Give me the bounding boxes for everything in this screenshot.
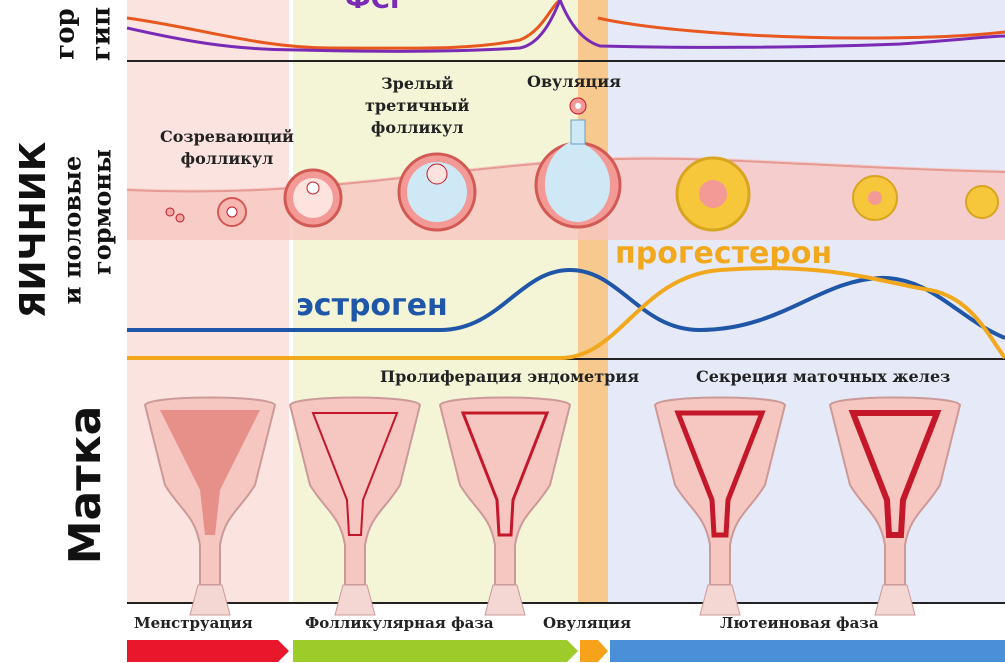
lh-curve	[127, 0, 1005, 48]
proliferation-label: Пролиферация эндометрия	[380, 366, 639, 388]
follicular-arrow	[293, 640, 578, 662]
estrogen-label: эстроген	[296, 288, 448, 323]
phase-follicular-label: Фолликулярная фаза	[305, 614, 494, 632]
uterus-stages	[145, 398, 960, 616]
maturing-follicle-label: Созревающий фолликул	[160, 126, 294, 170]
luteal-bar	[610, 640, 1005, 662]
fsh-curve	[127, 0, 1005, 51]
label-line: Зрелый	[365, 73, 469, 95]
label-line: фолликул	[160, 148, 294, 170]
label-line: третичный	[365, 95, 469, 117]
fsh-label: ФСГ	[345, 0, 406, 15]
phase-luteal-label: Лютеиновая фаза	[720, 614, 879, 632]
ovulation-arrow	[580, 640, 608, 662]
mature-follicle-label: Зрелый третичный фолликул	[365, 73, 469, 139]
label-line: фолликул	[365, 117, 469, 139]
phase-ovulation-label: Овуляция	[543, 614, 631, 632]
secretion-label: Секреция маточных желез	[696, 366, 950, 388]
menstruation-arrow	[127, 640, 289, 662]
label-line: Созревающий	[160, 126, 294, 148]
progesterone-label: прогестерон	[615, 236, 832, 271]
phase-menstruation-label: Менструация	[134, 614, 253, 632]
ovulation-label: Овуляция	[527, 71, 621, 93]
progesterone-curve	[127, 268, 1005, 358]
